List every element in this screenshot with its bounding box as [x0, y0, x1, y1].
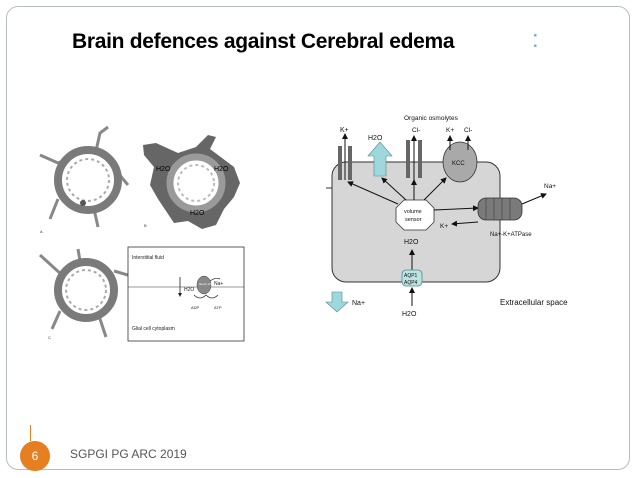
k-plus-left: K+	[340, 127, 349, 134]
inset-adp: ADP	[191, 305, 200, 310]
aqp4-label: AQP4	[404, 280, 418, 286]
aqp1-label: AQP1	[404, 273, 418, 279]
cl-left: Cl-	[412, 127, 420, 134]
h2o-top: H2O	[368, 135, 383, 142]
panel-a-label: A	[40, 229, 43, 234]
inset-top-label: Interstitial fluid	[132, 255, 164, 261]
panel-b-label: B	[144, 223, 147, 228]
panel-c: C	[38, 248, 129, 340]
pump-label: Na+-K+ATPase	[490, 232, 532, 238]
h2o-label-b2: H2O	[214, 166, 229, 173]
panel-b: H2O H2O H2O B	[143, 135, 240, 229]
h2o-label-b3: H2O	[190, 210, 205, 217]
inset-atp: ATP	[214, 305, 222, 310]
accent-line	[30, 425, 31, 441]
inset-pump-label: Na+/K+ ATPase	[199, 283, 217, 286]
footer-text: SGPGI PG ARC 2019	[70, 447, 187, 461]
h2o-center: H2O	[404, 239, 419, 246]
slide-number-badge: 6	[20, 441, 50, 471]
left-figure: A H2O H2O H2O B C Interstitial fluid Gli…	[38, 125, 245, 342]
inset-bottom-label: Glial cell cytoplasm	[132, 326, 175, 332]
slide-frame	[6, 6, 630, 470]
h2o-label-b1: H2O	[156, 166, 171, 173]
right-figure: K+ H2O Organic osmolytes Cl- K+ Cl- KCC …	[325, 115, 568, 318]
inset-diagram: Interstitial fluid Glial cell cytoplasm …	[127, 246, 245, 342]
volume-sensor-2: sensor	[405, 217, 422, 223]
atpase-pump	[477, 197, 523, 221]
k-in: K+	[440, 223, 448, 230]
inset-na: Na+	[214, 281, 223, 287]
k-right: K+	[446, 127, 454, 134]
cl-right: Cl-	[464, 127, 472, 134]
panel-a: A	[39, 125, 130, 234]
slide-title: Brain defences against Cerebral edema	[72, 30, 455, 53]
na-bottom: Na+	[352, 300, 365, 307]
extracellular-label: Extracellular space	[500, 298, 568, 307]
title-colon: :	[532, 26, 539, 53]
h2o-bottom: H2O	[402, 311, 417, 318]
volume-sensor-1: volume	[404, 209, 422, 215]
inset-h2o: H2O	[184, 287, 194, 293]
na-out: Na+	[544, 183, 556, 190]
organic-osmolytes: Organic osmolytes	[404, 115, 459, 122]
kcc-label: KCC	[452, 161, 465, 167]
panel-c-label: C	[48, 335, 51, 340]
